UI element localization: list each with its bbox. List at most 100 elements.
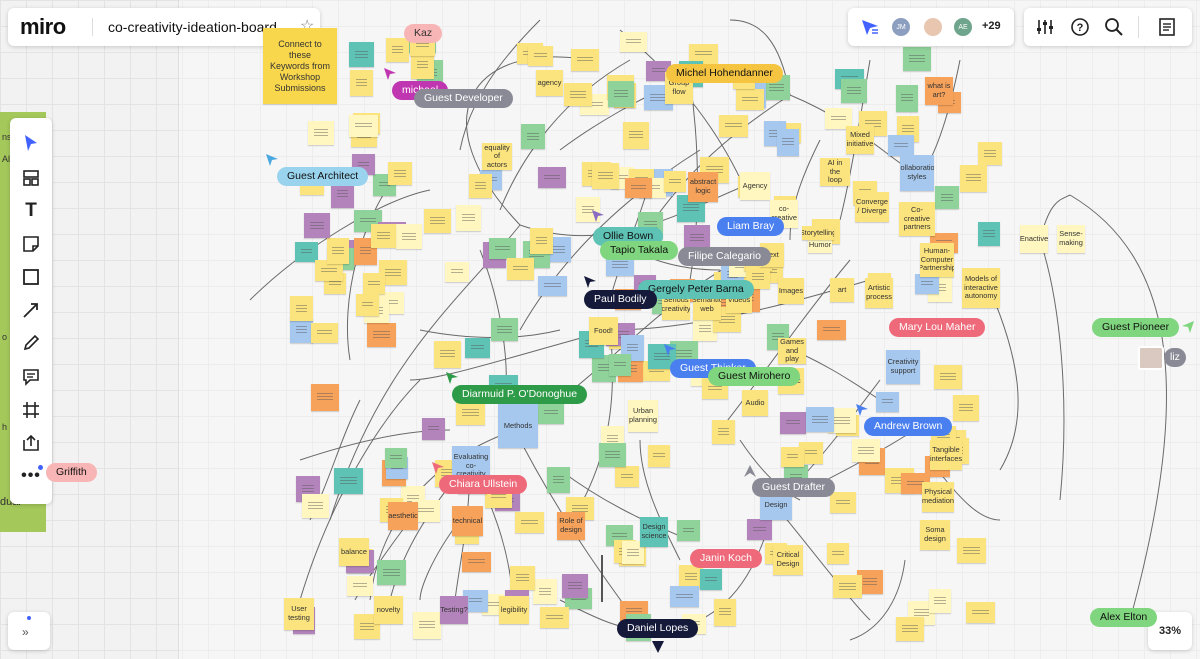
small-sticky-note[interactable] [331,181,354,208]
small-sticky-note[interactable] [538,276,567,296]
note-models-of-interactive-autonomy[interactable]: Models of interactive autonomy [962,268,1000,308]
small-sticky-note[interactable] [315,260,343,281]
small-sticky-note[interactable] [609,354,631,376]
note-co-creative-partners[interactable]: Co-creative partners [899,202,935,236]
small-sticky-note[interactable] [347,576,373,596]
note-role-of-design[interactable]: Role of design [557,512,585,540]
small-sticky-note[interactable] [896,617,924,641]
note-testing[interactable]: Testing? [440,596,468,624]
small-sticky-note[interactable] [625,178,652,198]
small-sticky-note[interactable] [356,294,379,316]
collaborator-avatar[interactable]: AE [952,16,974,38]
small-sticky-note[interactable] [349,42,374,67]
small-sticky-note[interactable] [311,323,338,343]
small-sticky-note[interactable] [934,365,962,389]
small-sticky-note[interactable] [978,142,1002,165]
miro-logo[interactable]: miro [20,14,66,39]
small-sticky-note[interactable] [311,384,339,411]
small-sticky-note[interactable] [903,47,931,71]
small-sticky-note[interactable] [817,320,846,340]
note-ai-in-the-loop[interactable]: AI in the loop [820,158,850,186]
settings-sliders-icon[interactable] [1036,18,1054,36]
small-sticky-note[interactable] [852,439,880,462]
notes-panel-icon[interactable] [1158,17,1176,37]
select-tool-button[interactable] [16,128,46,158]
note-abstract-logic[interactable]: abstract logic [688,172,718,202]
small-sticky-note[interactable] [953,395,979,421]
small-sticky-note[interactable] [915,274,939,294]
small-sticky-note[interactable] [465,338,490,358]
small-sticky-note[interactable] [530,228,553,254]
note-humor[interactable]: Humor [808,237,832,253]
small-sticky-note[interactable] [830,492,856,513]
note-agency[interactable]: agency [536,70,563,96]
note-what-is-art[interactable]: what is art? [925,77,953,105]
note-creativity-support[interactable]: Creativity support [886,350,920,384]
small-sticky-note[interactable] [608,81,634,107]
small-sticky-note[interactable] [515,512,544,533]
small-sticky-note[interactable] [413,612,441,639]
small-sticky-note[interactable] [571,49,599,71]
small-sticky-note[interactable] [424,209,451,233]
small-sticky-note[interactable] [510,566,535,590]
small-sticky-note[interactable] [646,61,671,81]
small-sticky-note[interactable] [700,569,722,590]
note-collaboration-styles[interactable]: Collaboration styles [900,155,934,191]
small-sticky-note[interactable] [491,318,518,341]
note-mixed-initiative[interactable]: Mixed initiative [846,126,874,154]
small-sticky-note[interactable] [290,317,313,343]
small-sticky-note[interactable] [648,445,670,467]
help-icon[interactable]: ? [1070,17,1090,37]
small-sticky-note[interactable] [540,607,569,628]
note-agency-2[interactable]: Agency [740,172,770,200]
small-sticky-note[interactable] [714,599,736,626]
small-sticky-note[interactable] [533,579,557,604]
connection-line-tool-button[interactable] [16,295,46,325]
small-sticky-note[interactable] [623,122,649,149]
note-audio[interactable]: Audio [742,390,768,416]
small-sticky-note[interactable] [935,186,959,209]
small-sticky-note[interactable] [825,108,852,129]
note-balance[interactable]: balance [339,538,369,566]
note-tangible-interfaces[interactable]: Tangible interfaces [930,440,962,470]
small-sticky-note[interactable] [712,420,735,444]
small-sticky-note[interactable] [841,79,867,103]
upload-tool-button[interactable] [16,428,46,458]
small-sticky-note[interactable] [367,323,396,347]
small-sticky-note[interactable] [888,135,914,156]
small-sticky-note[interactable] [564,83,592,106]
follow-cursor-icon[interactable] [860,18,880,36]
note-methods[interactable]: Methods [498,404,538,448]
small-sticky-note[interactable] [507,258,534,280]
note-artistic-process[interactable]: Artistic process [865,278,893,308]
note-critical-design[interactable]: Critical Design [773,545,803,575]
small-sticky-note[interactable] [456,205,481,231]
small-sticky-note[interactable] [689,44,718,64]
small-sticky-note[interactable] [412,500,440,522]
expand-chevron-icon[interactable]: » [22,625,29,639]
small-sticky-note[interactable] [434,341,461,368]
small-sticky-note[interactable] [385,448,407,468]
note-images[interactable]: Images [778,278,804,304]
small-sticky-note[interactable] [833,575,862,598]
small-sticky-note[interactable] [302,494,329,518]
zoom-level[interactable]: 33% [1158,625,1182,637]
frame-tool-button[interactable] [16,395,46,425]
note-sense-making[interactable]: Sense-making [1057,225,1085,253]
note-converge-diverge[interactable]: Converge / Diverge [855,192,889,222]
note-aesthetic[interactable]: aesthetic [388,502,418,530]
comment-tool-button[interactable] [16,362,46,392]
note-novelty[interactable]: novelty [374,596,403,624]
collaborator-avatar[interactable]: JM [890,16,912,38]
small-sticky-note[interactable] [349,115,378,137]
note-soma-design[interactable]: Soma design [920,520,950,550]
small-sticky-note[interactable] [489,238,516,259]
small-sticky-note[interactable] [664,171,686,192]
small-sticky-note[interactable] [620,32,647,52]
small-sticky-note[interactable] [528,46,553,66]
small-sticky-note[interactable] [966,602,995,623]
small-sticky-note[interactable] [304,213,330,238]
keywords-instruction-note[interactable]: Connect to these Keywords from Workshop … [263,28,337,104]
small-sticky-note[interactable] [462,552,491,572]
